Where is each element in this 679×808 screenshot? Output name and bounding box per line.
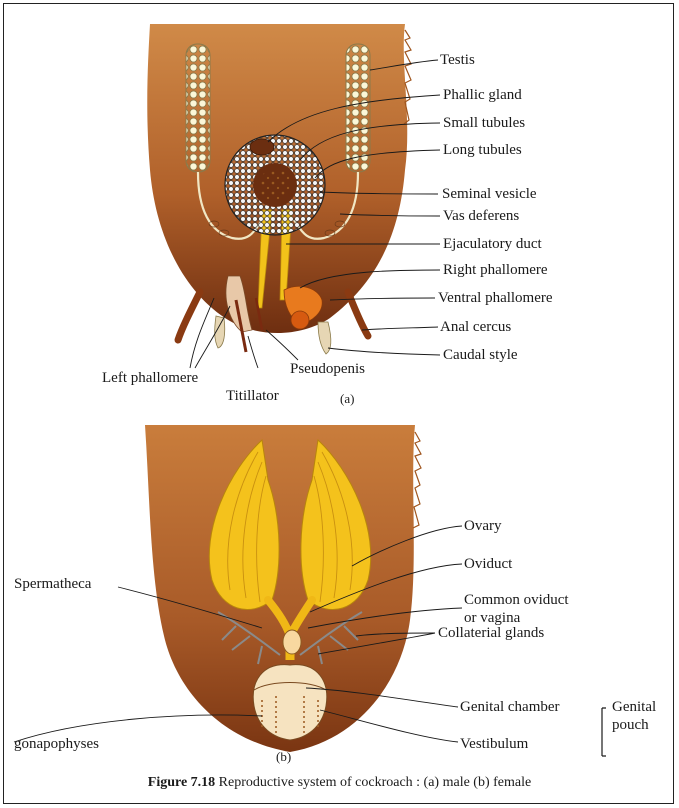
label-ovary: Ovary	[464, 518, 502, 535]
label-left-phallomere: Left phallomere	[102, 370, 198, 387]
label-gonapophyses: gonapophyses	[14, 736, 99, 753]
label-pseudopenis: Pseudopenis	[290, 361, 365, 378]
testis-right	[346, 44, 370, 172]
label-common-oviduct: Common oviduct	[464, 592, 569, 609]
label-vas-deferens: Vas deferens	[443, 208, 519, 225]
label-seminal-vesicle: Seminal vesicle	[442, 186, 537, 203]
label-oviduct: Oviduct	[464, 556, 512, 573]
figure-number: Figure 7.18	[148, 775, 215, 790]
spermatheca	[283, 630, 301, 654]
label-long-tubules: Long tubules	[443, 142, 522, 159]
label-genital-pouch-1: Genital	[612, 699, 656, 716]
label-caudal-style: Caudal style	[443, 347, 518, 364]
testis-left	[186, 44, 210, 172]
panel-label-a: (a)	[340, 390, 354, 407]
label-titillator: Titillator	[226, 388, 279, 405]
label-anal-cercus: Anal cercus	[440, 319, 511, 336]
figure-caption: Figure 7.18 Reproductive system of cockr…	[0, 775, 679, 791]
panel-label-b: (b)	[276, 748, 291, 765]
label-ventral-phallomere: Ventral phallomere	[438, 290, 553, 307]
figure-caption-text: Reproductive system of cockroach : (a) m…	[219, 775, 532, 790]
label-small-tubules: Small tubules	[443, 115, 525, 132]
label-ejaculatory-duct: Ejaculatory duct	[443, 236, 542, 253]
label-right-phallomere: Right phallomere	[443, 262, 548, 279]
label-genital-chamber: Genital chamber	[460, 699, 560, 716]
label-vestibulum: Vestibulum	[460, 736, 528, 753]
label-spermatheca: Spermatheca	[14, 576, 91, 593]
phallic-gland	[250, 139, 274, 155]
label-testis: Testis	[440, 52, 475, 69]
label-phallic-gland: Phallic gland	[443, 87, 522, 104]
label-collaterial-glands: Collaterial glands	[438, 625, 544, 642]
label-genital-pouch-2: pouch	[612, 717, 649, 734]
